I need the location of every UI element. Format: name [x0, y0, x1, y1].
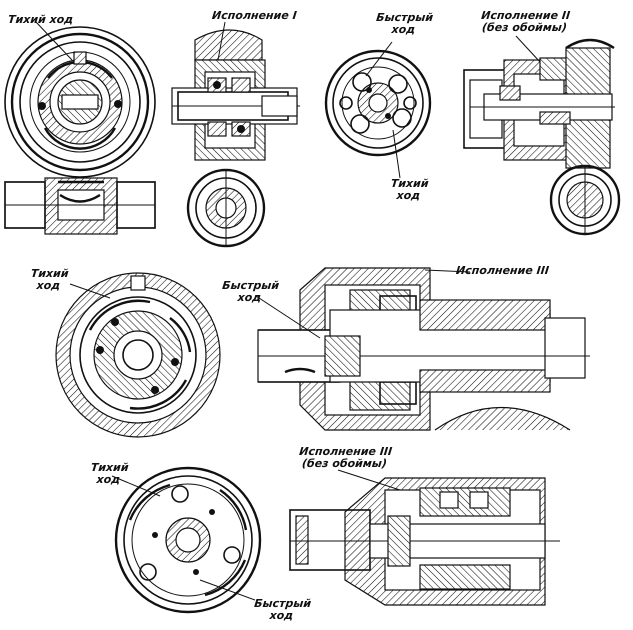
leader-lines [35, 21, 541, 497]
label-variant-1: Исполнение I [211, 9, 298, 22]
label-slow-4: Тихий ход [83, 461, 136, 486]
label-fast-2: Быстрый ход [217, 279, 284, 304]
view-8-variant-3b-section [289, 477, 560, 606]
label-slow-2-line2: ход [395, 189, 421, 202]
view-5-slow-end-view [55, 272, 221, 438]
view-6-variant-3-section [257, 267, 590, 431]
label-slow-1: Тихий ход [7, 13, 74, 26]
view-3-fast-end-view [324, 49, 432, 179]
label-variant-3b-line2: (без обоймы) [301, 457, 388, 470]
label-fast-3: Быстрый ход [249, 597, 316, 622]
label-fast-3-line2: ход [268, 609, 294, 622]
view-1-worm-wheel [4, 26, 156, 235]
label-variant-3: Исполнение III [455, 264, 550, 277]
view-4-variant-2-section [463, 38, 621, 236]
label-variant-3b: Исполнение III (без обоймы) [289, 445, 402, 470]
label-fast-1-line2: ход [390, 23, 416, 36]
label-slow-3-line2: ход [35, 279, 61, 292]
label-variant-2: Исполнение II (без обоймы) [469, 9, 582, 34]
label-fast-2-line2: ход [236, 291, 262, 304]
label-variant-2-line2: (без обоймы) [481, 21, 568, 34]
label-slow-3: Тихий ход [23, 267, 76, 292]
label-fast-1: Быстрый ход [373, 11, 436, 36]
view-2-variant-1-section [171, 29, 300, 248]
view-7-bottom-end-view [114, 466, 262, 614]
label-slow-4-line2: ход [95, 473, 121, 486]
label-slow-2: Тихий ход [383, 177, 436, 202]
